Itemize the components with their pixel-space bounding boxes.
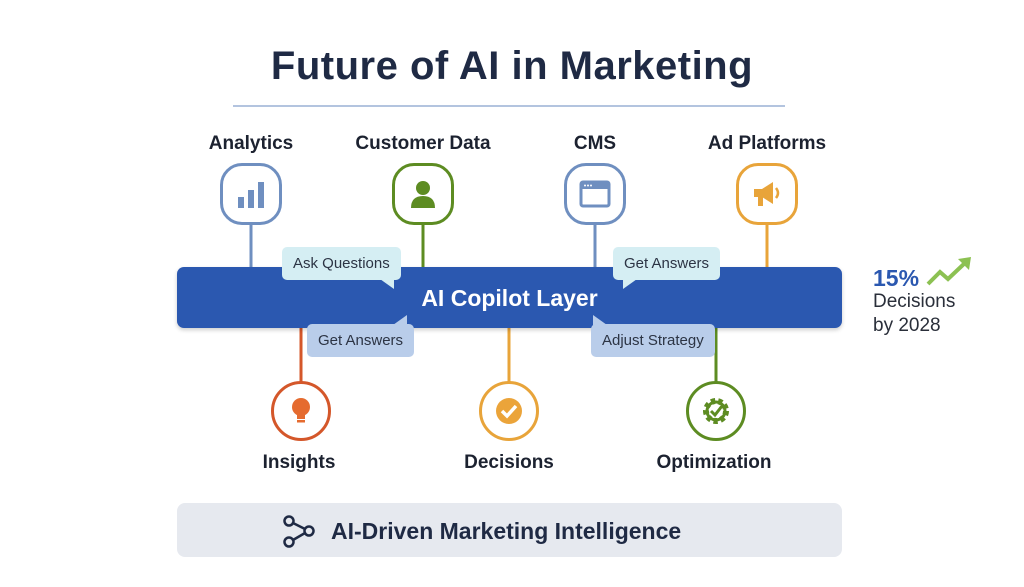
get-answers-bottom-bubble: Get Answers (307, 324, 415, 357)
output-label-insights: Insights (262, 452, 336, 473)
bubble-tail (593, 315, 607, 325)
bubble-tail (393, 315, 407, 325)
connector-line (593, 222, 597, 268)
output-label-decisions: Decisions (464, 452, 554, 473)
browser-window-icon (564, 163, 626, 225)
source-label-customer-data: Customer Data (355, 133, 491, 154)
connector-line (421, 222, 425, 268)
footer-label: AI-Driven Marketing Intelligence (331, 518, 682, 544)
trend-up-arrow-icon (926, 256, 974, 293)
connector-line (507, 327, 511, 383)
lightbulb-icon (271, 381, 331, 441)
bar-chart-icon (220, 163, 282, 225)
connector-line (765, 222, 769, 268)
source-label-ad-platforms: Ad Platforms (707, 133, 827, 154)
user-icon (392, 163, 454, 225)
connector-line (714, 327, 718, 383)
source-label-cms: CMS (573, 133, 617, 154)
ask-questions-bubble: Ask Questions (282, 247, 401, 280)
get-answers-top-bubble: Get Answers (613, 247, 721, 280)
connector-line (249, 222, 253, 268)
gear-icon (686, 381, 746, 441)
bubble-tail (623, 279, 637, 289)
footer-banner (177, 503, 842, 557)
page-title: Future of AI in Marketing (270, 44, 754, 88)
adjust-strategy-bubble: Adjust Strategy (591, 324, 715, 357)
output-label-optimization: Optimization (656, 452, 772, 473)
stat-value: 15% (873, 265, 920, 291)
connector-line (299, 327, 303, 383)
title-divider (233, 105, 785, 107)
source-label-analytics: Analytics (208, 133, 294, 154)
bubble-tail (380, 279, 394, 289)
ai-copilot-layer-label: AI Copilot Layer (421, 285, 598, 311)
stat-line2: by 2028 (873, 315, 941, 336)
stat-line1: Decisions (873, 291, 956, 312)
megaphone-icon (736, 163, 798, 225)
checkmark-icon (479, 381, 539, 441)
network-share-icon (282, 513, 316, 554)
